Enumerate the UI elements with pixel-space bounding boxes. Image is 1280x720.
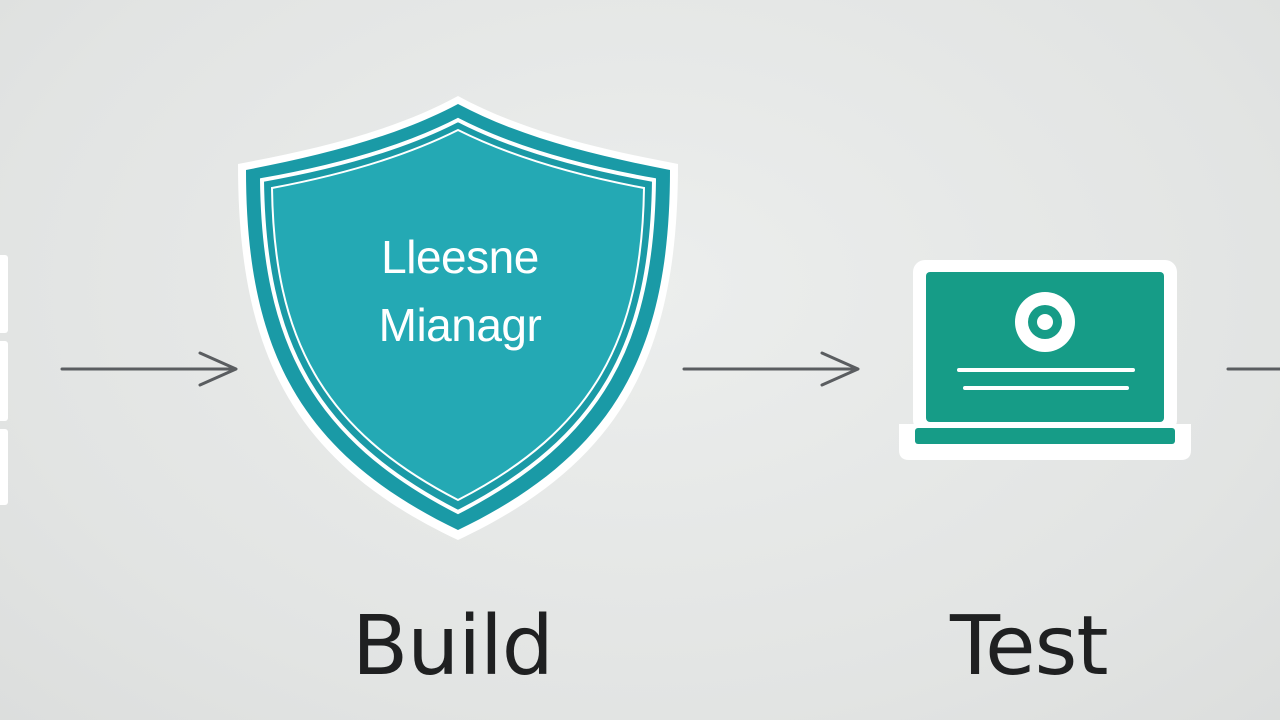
left-edge-panel [0, 255, 8, 505]
arrow-into-build [60, 350, 242, 390]
laptop-icon [895, 258, 1195, 464]
arrow-into-test [682, 350, 864, 390]
left-edge-segment [0, 255, 8, 333]
shield-title-line1: Lleesne [381, 231, 539, 283]
stage-label-build: Build [352, 599, 554, 694]
shield-title-line2: Mianagr [378, 299, 542, 351]
arrow-out-of-test [1224, 350, 1280, 390]
stage-label-test: Test [950, 599, 1108, 694]
left-edge-segment [0, 341, 8, 421]
left-edge-segment [0, 429, 8, 505]
shield-icon [232, 92, 684, 544]
